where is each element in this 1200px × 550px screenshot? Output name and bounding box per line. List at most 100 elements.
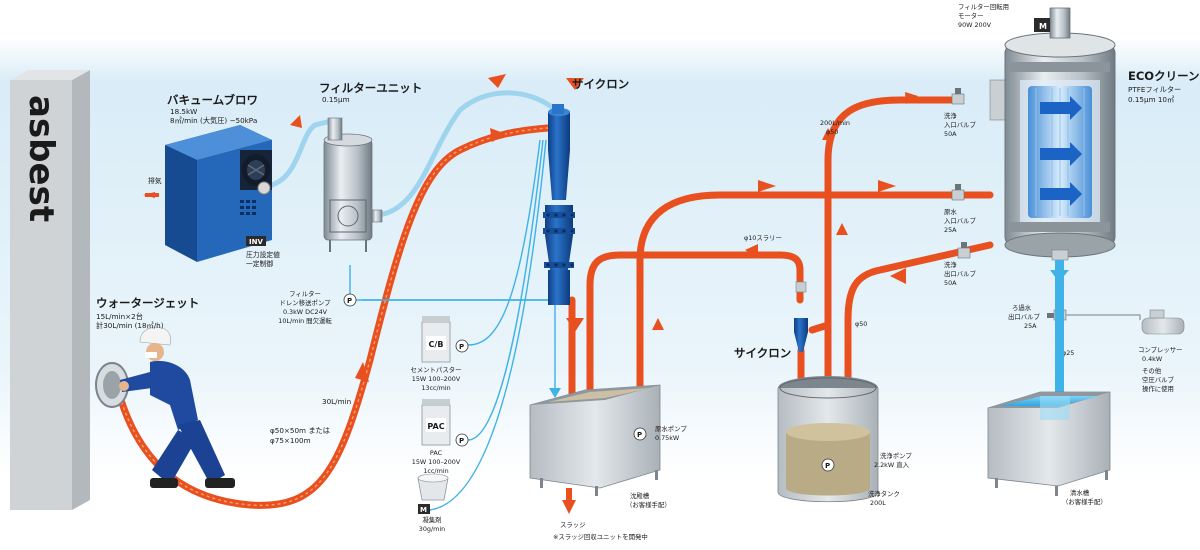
inv-note2: 一定制御 <box>246 259 273 268</box>
cb-spec2: 13cc/min <box>421 384 450 392</box>
d50-top-label: φ50 <box>826 128 838 136</box>
motor-badge: M <box>1039 22 1047 31</box>
vacuum-title: バキュームブロワ <box>167 93 258 107</box>
wash-in-valve-l2: 入口バルブ <box>944 120 977 129</box>
hose-size2: φ75×100m <box>270 436 311 445</box>
raw-in-valve-l1: 原水 <box>944 207 957 216</box>
cb-spec1: 15W 100–200V <box>412 375 461 383</box>
compressor-note2: 空圧バルブ <box>1142 375 1175 384</box>
flow-200-label: 200L/min <box>820 119 850 127</box>
slurry-pipe <box>586 251 804 404</box>
drain-label2: ドレン移送ポンプ <box>280 298 332 307</box>
vacuum-blower: バキュームブロワ 18.5kW 8㎥/min (大気圧) −50kPa 排気 I… <box>148 93 280 268</box>
wash-outlet-valve: 洗浄 出口バルブ 50A <box>944 242 977 287</box>
flow-arrow <box>878 180 896 192</box>
pac-pump-icon <box>455 433 469 447</box>
settling-name2: （お客様手配） <box>626 500 671 509</box>
pac-unit: PAC P PAC 15W 100–200V 1cc/min <box>412 399 469 475</box>
filter-unit: フィルターユニット 0.15μm P フィルター ドレン移送ポンプ 0.3kW … <box>278 81 422 325</box>
flow-arrow <box>822 128 834 140</box>
air-line <box>1066 314 1141 320</box>
wash-out-valve-l3: 50A <box>944 279 957 287</box>
pac-spec1: 15W 100–200V <box>412 458 461 466</box>
main-cyclone: サイクロン <box>543 77 629 305</box>
coag-badge: M <box>420 506 427 514</box>
eco-spec1: PTFEフィルター <box>1128 85 1181 94</box>
flow-arrow <box>290 115 302 128</box>
cb-pump-icon <box>455 339 469 353</box>
sludge-arrow-stem <box>566 488 572 501</box>
flow-arrow <box>652 318 664 330</box>
hose-highlight <box>117 127 549 507</box>
cb-pump-glyph: P <box>459 343 464 351</box>
wash-out-valve-l1: 洗浄 <box>944 260 957 269</box>
filtrate-pipe <box>1055 260 1064 410</box>
eco-spec2: 0.15μm 10㎡ <box>1128 95 1174 104</box>
clean-tank-name1: 清水槽 <box>1070 488 1090 497</box>
slurry-label: φ10スラリー <box>744 234 782 242</box>
filtrate-valve-l1: ろ過水 <box>1012 303 1032 312</box>
flow-arrow <box>836 223 848 235</box>
coag-name: 凝集剤 <box>422 515 441 524</box>
wash-pump-label2: 2.2kW 直入 <box>874 460 910 469</box>
motor-line2: モーター <box>958 11 984 20</box>
filtrate-valve-l2: 出口バルブ <box>1008 312 1041 321</box>
cb-name: セメントパスター <box>411 365 462 374</box>
motor-line3: 90W 200V <box>958 21 992 29</box>
filtrate-valve-l3: 25A <box>1024 322 1037 330</box>
wash-return-pipe <box>844 241 994 434</box>
clean-water-tank: 清水槽 （お客様手配） <box>987 391 1111 506</box>
sludge-arrow <box>562 500 576 514</box>
flow-arrow <box>566 318 584 332</box>
filter-duct <box>375 90 556 218</box>
vacuum-spec2: 8㎥/min (大気圧) −50kPa <box>170 116 257 125</box>
eco-clean-unit: M フィルター回転用 モーター 90W 200V ECOクリーン PTFEフィル… <box>958 2 1200 261</box>
raw-pump-label2: 0.75kW <box>655 434 680 442</box>
drain-pump-glyph: P <box>347 297 352 305</box>
wash-pump-label1: 洗浄ポンプ <box>880 451 912 460</box>
pac-name: PAC <box>430 449 443 457</box>
pac-pump-glyph: P <box>459 437 464 445</box>
flow-arrow <box>490 128 506 142</box>
eco-title: ECOクリーン <box>1128 69 1200 83</box>
inv-badge: INV <box>249 238 263 246</box>
compressor-name: コンプレッサー <box>1138 346 1183 354</box>
sludge-note: ※スラッジ回収ユニットを開発中 <box>553 532 648 541</box>
inv-badge-box <box>246 236 266 246</box>
drain-label1: フィルター <box>289 289 321 298</box>
settling-name1: 沈殿槽 <box>630 491 650 500</box>
drain-label3: 0.3kW DC24V <box>283 308 328 316</box>
waterjet-spec2: 計30L/min (18㎥/h) <box>96 321 164 330</box>
raw-pump-glyph: P <box>637 431 642 439</box>
drain-label4: 10L/min 間欠運転 <box>278 316 332 325</box>
drain-pump-icon <box>343 293 357 307</box>
exhaust-arrow-stem <box>145 193 159 197</box>
chemical-lines <box>349 139 556 511</box>
raw-in-valve-l3: 25A <box>944 226 957 234</box>
compressor-note1: その他 <box>1142 366 1162 375</box>
filter-unit-spec: 0.15μm <box>322 95 350 104</box>
wash-tank: P 洗浄ポンプ 2.2kW 直入 洗浄タンク 200L <box>777 376 912 507</box>
vacuum-spec1: 18.5kW <box>170 107 197 116</box>
wash-supply-pipe <box>824 96 964 464</box>
raw-pump-label1: 原水ポンプ <box>655 424 687 433</box>
wash-tank-name1: 洗浄タンク <box>868 489 900 498</box>
worker-waterjet: ウォータージェット 15L/min×2台 計30L/min (18㎥/h) 30… <box>95 296 351 488</box>
wall: asbest <box>10 70 90 510</box>
flow-arrow <box>488 74 506 88</box>
clean-tank-name2: （お客様手配） <box>1062 497 1107 506</box>
settling-tank: P 原水ポンプ 0.75kW 沈殿槽 （お客様手配） スラッジ ※スラッジ回収ユ… <box>529 384 687 541</box>
small-cyclone: サイクロン φ10スラリー <box>734 234 808 360</box>
small-cyclone-title: サイクロン <box>734 346 791 360</box>
filter-unit-title: フィルターユニット <box>319 81 422 95</box>
raw-inlet-valve: 原水 入口バルブ 25A <box>944 184 977 234</box>
air-duct-lines <box>269 90 556 218</box>
hose-size1: φ50×50m または <box>270 426 330 435</box>
cyclone-title: サイクロン <box>572 77 629 91</box>
flow-arrow <box>745 244 758 258</box>
compressor-spec: 0.4kW <box>1142 355 1163 363</box>
coagulant-unit: M 凝集剤 30g/min <box>417 473 449 533</box>
d25-label: φ25 <box>1062 349 1074 357</box>
sludge-label: スラッジ <box>560 521 586 529</box>
